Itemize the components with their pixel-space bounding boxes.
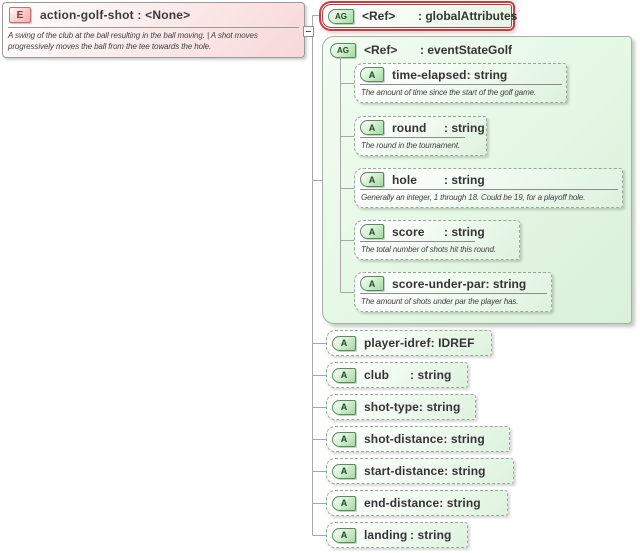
element-separator bbox=[8, 27, 299, 28]
group-header: AG <Ref> eventStateGolf bbox=[323, 37, 631, 61]
element-title: action-golf-shot : <None> bbox=[40, 8, 191, 22]
attribute-box-landing[interactable]: Alandingstring bbox=[326, 522, 468, 548]
attribute-group-icon: AG bbox=[330, 42, 356, 58]
attribute-type: string bbox=[419, 400, 460, 414]
element-icon: E bbox=[9, 7, 31, 23]
group-name: eventStateGolf bbox=[420, 43, 512, 57]
attribute-name: club bbox=[364, 368, 390, 382]
separator bbox=[360, 241, 475, 242]
attribute-icon: A bbox=[360, 276, 384, 291]
attribute-icon: A bbox=[332, 431, 356, 447]
separator bbox=[360, 189, 618, 190]
attribute-name: shot-type bbox=[364, 400, 419, 414]
attribute-group-ref-global-attributes[interactable]: AG <Ref> globalAttributes bbox=[322, 4, 517, 28]
attribute-icon: A bbox=[332, 367, 356, 383]
ref-label: <Ref> bbox=[364, 43, 398, 57]
attribute-name: player-idref bbox=[364, 336, 431, 350]
attribute-icon: A bbox=[360, 172, 384, 187]
attribute-icon: A bbox=[332, 527, 356, 543]
attribute-icon: A bbox=[332, 335, 356, 351]
attribute-name: start-distance bbox=[364, 464, 445, 478]
group-name: globalAttributes bbox=[418, 9, 517, 23]
attribute-description: The total number of shots hit this round… bbox=[361, 245, 496, 254]
attribute-type: IDREF bbox=[431, 336, 475, 350]
attribute-name: time-elapsed bbox=[392, 67, 467, 82]
attribute-icon: A bbox=[332, 463, 356, 479]
attribute-icon: A bbox=[360, 67, 384, 82]
collapse-toggle-icon[interactable] bbox=[303, 26, 314, 37]
attribute-icon: A bbox=[332, 495, 356, 511]
attribute-type: string bbox=[444, 173, 484, 187]
attribute-name: end-distance bbox=[364, 496, 440, 510]
attribute-type: string bbox=[444, 121, 484, 135]
separator bbox=[360, 137, 465, 138]
attribute-description: The amount of time since the start of th… bbox=[361, 88, 536, 97]
attribute-name: hole bbox=[392, 172, 418, 187]
element-box-action-golf-shot[interactable]: E action-golf-shot : <None> A swing of t… bbox=[2, 2, 305, 58]
attribute-name: shot-distance bbox=[364, 432, 444, 446]
attribute-description: The round in the tournament. bbox=[361, 141, 460, 150]
attribute-name: round bbox=[392, 120, 427, 135]
attribute-type: string bbox=[443, 432, 485, 446]
attribute-name: score bbox=[392, 224, 425, 239]
attribute-description: The amount of shots under par the player… bbox=[361, 297, 519, 306]
attribute-type: string bbox=[439, 496, 481, 510]
ref-label: <Ref> bbox=[362, 9, 396, 23]
attribute-type: string bbox=[486, 277, 526, 291]
attribute-name: score-under-par bbox=[392, 276, 486, 291]
attribute-icon: A bbox=[360, 120, 384, 135]
attribute-type: string bbox=[467, 68, 507, 82]
attribute-type: string bbox=[410, 368, 452, 382]
attribute-group-icon: AG bbox=[328, 8, 354, 24]
attribute-type: string bbox=[444, 225, 484, 239]
element-title-row: E action-golf-shot : <None> bbox=[3, 3, 304, 27]
separator bbox=[360, 84, 562, 85]
separator bbox=[360, 293, 547, 294]
attribute-description: Generally an integer, 1 through 18. Coul… bbox=[361, 193, 586, 202]
attribute-name: landing bbox=[364, 528, 408, 542]
attribute-icon: A bbox=[360, 224, 384, 239]
attribute-type: string bbox=[410, 528, 452, 542]
element-description: A swing of the club at the ball resultin… bbox=[8, 31, 258, 51]
attribute-icon: A bbox=[332, 399, 356, 415]
attribute-type: string bbox=[444, 464, 486, 478]
